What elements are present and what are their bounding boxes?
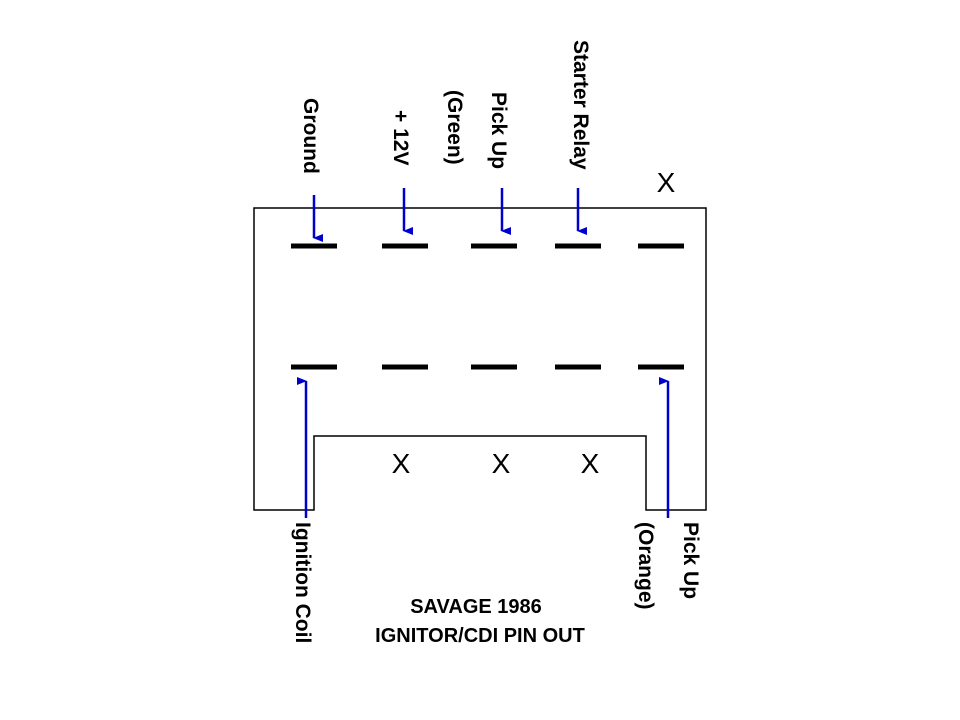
unused-mark-bottom-3: X — [581, 448, 600, 479]
label-pickup-green-line2: (Green) — [443, 90, 466, 165]
unused-mark-bottom-1: X — [392, 448, 411, 479]
label-pickup-orange-line2: (Orange) — [634, 522, 657, 610]
label-pickup-green-line1: Pick Up — [487, 92, 510, 169]
label-plus-12v: + 12V — [389, 110, 412, 165]
unused-mark-top-right: X — [657, 167, 676, 198]
diagram-title-line2: IGNITOR/CDI PIN OUT — [375, 625, 585, 647]
label-starter-relay: Starter Relay — [569, 40, 592, 170]
unused-mark-bottom-2: X — [492, 448, 511, 479]
diagram-title-line1: SAVAGE 1986 — [410, 596, 542, 618]
label-ground: Ground — [299, 98, 322, 174]
connector-outline — [253, 207, 707, 511]
label-pickup-orange-line1: Pick Up — [679, 522, 702, 599]
label-ignition-coil: Ignition Coil — [291, 522, 314, 643]
